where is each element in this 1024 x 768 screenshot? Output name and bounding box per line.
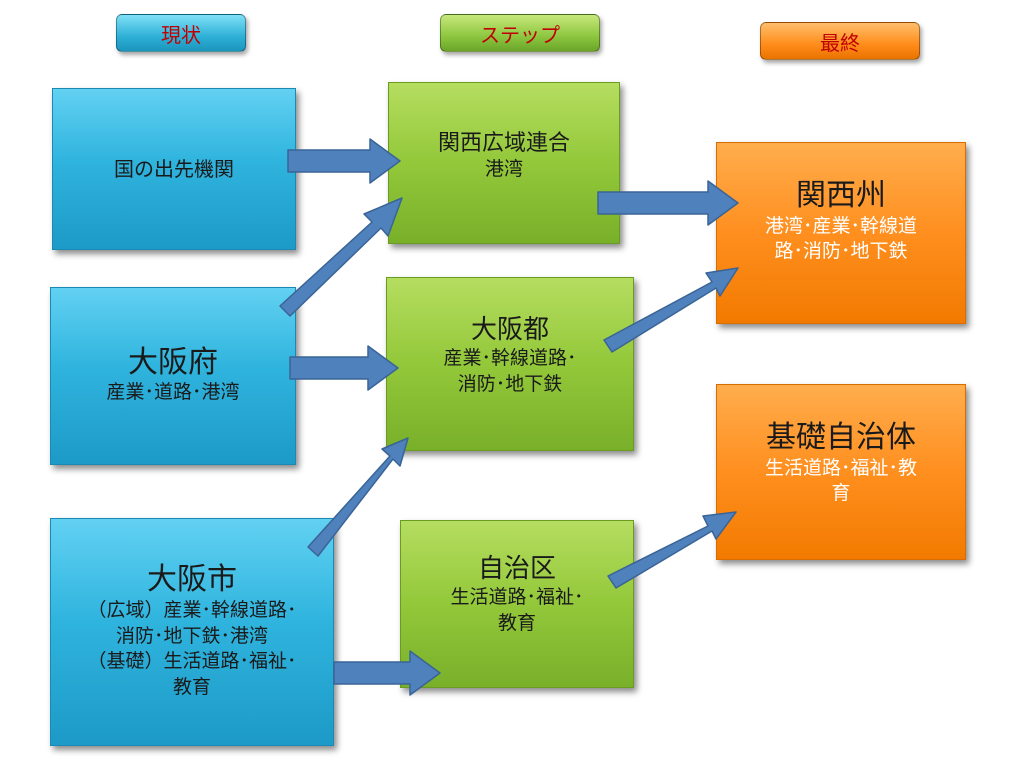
header-step: ステップ bbox=[440, 14, 600, 52]
arrow-union-to-state bbox=[597, 180, 739, 226]
arrow-city-to-ward bbox=[333, 650, 441, 696]
osaka-city-title: 大阪市 bbox=[147, 562, 237, 598]
osaka-metro-line1: 産業･幹線道路･ bbox=[443, 346, 577, 369]
box-basic-municipality: 基礎自治体 生活道路･福祉･教 育 bbox=[716, 384, 966, 560]
box-osaka-metro: 大阪都 産業･幹線道路･ 消防･地下鉄 bbox=[386, 277, 634, 451]
kansai-state-title: 関西州 bbox=[796, 178, 886, 213]
osaka-prefecture-text: 産業･道路･港湾 bbox=[106, 381, 240, 404]
box-osaka-city: 大阪市 （広域）産業･幹線道路･ 消防･地下鉄･港湾 （基礎）生活道路･福祉･ … bbox=[50, 518, 334, 746]
osaka-city-line2: 消防･地下鉄･港湾 bbox=[115, 624, 268, 647]
osaka-prefecture-title: 大阪府 bbox=[128, 344, 218, 380]
osaka-city-line4: 教育 bbox=[172, 675, 211, 698]
box-national-agencies: 国の出先機関 bbox=[52, 88, 296, 250]
box-self-governing-ward: 自治区 生活道路･福祉･ 教育 bbox=[400, 520, 634, 688]
osaka-metro-line2: 消防･地下鉄 bbox=[457, 372, 563, 395]
kansai-state-line1: 港湾･産業･幹線道 bbox=[764, 214, 917, 237]
box-kansai-union: 関西広域連合 港湾 bbox=[388, 82, 620, 244]
box-kansai-state: 関西州 港湾･産業･幹線道 路･消防･地下鉄 bbox=[716, 142, 966, 324]
kansai-union-text: 港湾 bbox=[484, 158, 523, 181]
osaka-metro-title: 大阪都 bbox=[470, 315, 549, 345]
box-osaka-prefecture: 大阪府 産業･道路･港湾 bbox=[50, 287, 296, 465]
arrow-ward-to-basic bbox=[607, 511, 737, 589]
arrow-national-to-union bbox=[287, 138, 401, 184]
kansai-state-line2: 路･消防･地下鉄 bbox=[774, 240, 908, 263]
basic-municipality-line2: 育 bbox=[831, 482, 851, 505]
osaka-city-line3: （基礎）生活道路･福祉･ bbox=[87, 650, 297, 673]
ward-line2: 教育 bbox=[497, 611, 536, 634]
osaka-city-line1: （広域）産業･幹線道路･ bbox=[87, 598, 297, 621]
kansai-union-title: 関西広域連合 bbox=[437, 131, 570, 156]
arrow-prefecture-to-metro bbox=[289, 345, 399, 391]
header-final: 最終 bbox=[760, 22, 920, 60]
header-current-label: 現状 bbox=[161, 22, 201, 47]
arrow-city-to-metro bbox=[307, 437, 409, 557]
ward-title: 自治区 bbox=[477, 554, 556, 584]
basic-municipality-line1: 生活道路･福祉･教 bbox=[764, 456, 917, 479]
arrow-prefecture-to-union bbox=[279, 197, 403, 317]
national-agencies-title: 国の出先機関 bbox=[114, 157, 234, 181]
header-step-label: ステップ bbox=[480, 22, 560, 47]
header-final-label: 最終 bbox=[820, 30, 860, 55]
basic-municipality-title: 基礎自治体 bbox=[766, 420, 916, 455]
arrow-metro-to-state bbox=[603, 267, 739, 353]
ward-line1: 生活道路･福祉･ bbox=[450, 585, 584, 608]
header-current: 現状 bbox=[116, 14, 246, 52]
